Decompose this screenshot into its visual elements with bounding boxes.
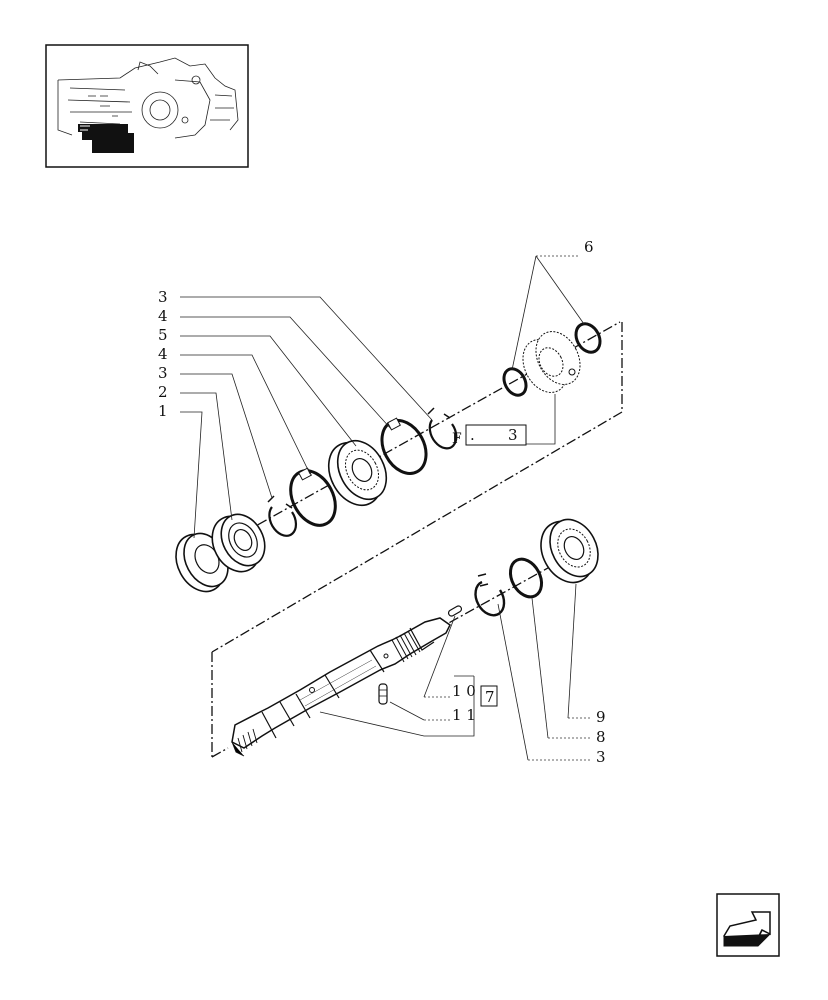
quantity-box (480, 685, 498, 707)
machine-overview-thumbnail[interactable] (45, 44, 249, 168)
label-6: 6 (584, 238, 594, 256)
label-10: 1 0 (452, 682, 476, 700)
dowel-pin-part-11 (378, 683, 388, 705)
snap-ring-part-3-right (474, 573, 506, 617)
collar-sleeve (522, 331, 581, 393)
spacer-ring-part-8 (508, 557, 544, 599)
label-4-top: 4 (158, 307, 168, 325)
leader-lines (180, 255, 592, 761)
bearing-part-2 (211, 513, 266, 573)
shim-ring-part-6-left (502, 367, 528, 397)
label-2: 2 (158, 383, 168, 401)
left-part-labels: 3 4 5 4 3 2 1 (158, 288, 168, 420)
previous-page-arrow-icon[interactable] (716, 893, 780, 957)
roller-bearing-part-9 (540, 518, 599, 584)
fig-ref-number: 3 (508, 426, 518, 444)
label-3-top: 3 (158, 288, 168, 306)
shaft-part-11 (231, 617, 451, 757)
fig-ref-dot: . (470, 426, 475, 444)
shim-ring-part-6-right (574, 322, 602, 354)
dowel-pin-part-10 (447, 605, 463, 617)
snap-ring-part-3-lower (267, 495, 298, 537)
lower-part-labels: 1 0 1 1 7 (452, 682, 498, 724)
label-8: 8 (596, 728, 606, 746)
right-part-labels: 9 8 3 (596, 708, 606, 766)
snap-ring-part-3-upper (427, 407, 458, 450)
label-3-right: 3 (596, 748, 606, 766)
label-5: 5 (158, 326, 168, 344)
label-4-mid: 4 (158, 345, 168, 363)
retaining-ring-part-4-upper (380, 417, 428, 475)
label-3-mid: 3 (158, 364, 168, 382)
label-1: 1 (158, 402, 168, 420)
label-11: 1 1 (452, 706, 476, 724)
quantity-box-value: 7 (485, 688, 495, 706)
label-9: 9 (596, 708, 606, 726)
figure-reference-box[interactable]: F I G . 3 (452, 424, 527, 447)
roller-bearing-part-5 (327, 439, 388, 507)
